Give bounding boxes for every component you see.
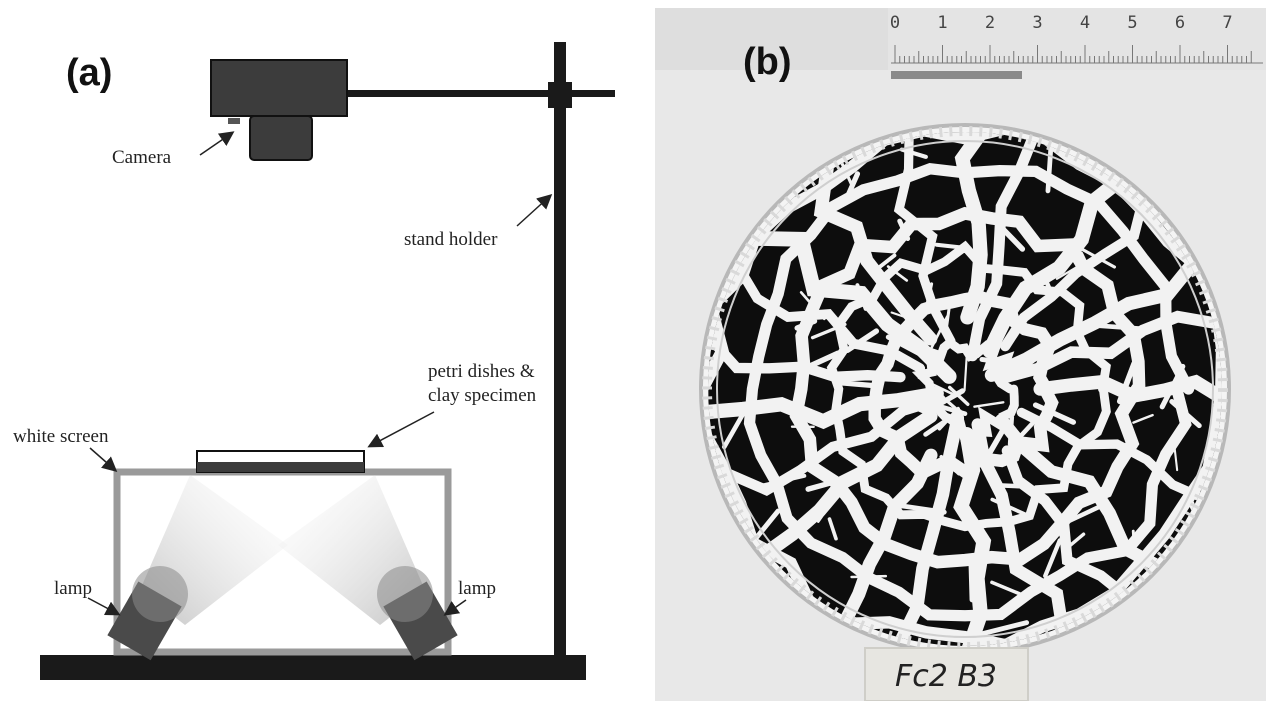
dish-inner-edge (702, 126, 1228, 652)
ruler-number: 7 (1222, 13, 1232, 33)
stand-clamp (548, 82, 572, 108)
specimen-photo: 0 1 2 3 4 5 6 7 (b) Fc2 B3 (655, 8, 1266, 702)
stand-holder-arrow (516, 193, 553, 227)
clay-specimen (197, 462, 364, 472)
specimen-photo-panel: 0 1 2 3 4 5 6 7 (b) Fc2 B3 (655, 8, 1266, 702)
ruler: 0 1 2 3 4 5 6 7 (888, 8, 1266, 79)
lamp-right-icon (377, 566, 458, 661)
dish-inner-ring (716, 140, 1214, 638)
lamp-right-callout: lamp (458, 578, 496, 599)
specimen-arrow (367, 411, 435, 448)
ruler-number: 6 (1175, 13, 1185, 33)
ruler-number: 3 (1032, 13, 1042, 33)
white-screen-arrow (89, 447, 118, 472)
specimen-tag (864, 647, 1029, 702)
panel-b-label: (b) (743, 41, 792, 83)
lamp-right-arrow (443, 599, 467, 616)
ruler-scale-bar (891, 71, 1022, 79)
lamp-left-callout: lamp (54, 578, 92, 599)
ruler-number: 5 (1127, 13, 1137, 33)
white-screen-callout: white screen (13, 426, 109, 447)
lamp-left-icon (107, 566, 188, 661)
ruler-number: 0 (890, 13, 900, 33)
ruler-ticks (894, 45, 1252, 63)
stand-pole (554, 42, 566, 664)
specimen-callout-line1: petri dishes & (428, 361, 535, 382)
lamp-left-arrow (87, 597, 121, 616)
camera-button (228, 118, 240, 124)
stand-arm (340, 90, 615, 97)
setup-schematic-panel: (a) Camera stand holder pe (0, 0, 640, 701)
camera-lens (249, 115, 313, 161)
specimen-callout-line2: clay specimen (428, 385, 537, 406)
camera-arrow (199, 131, 235, 156)
setup-diagram: (a) Camera stand holder pe (13, 42, 615, 680)
stand-holder-callout: stand holder (404, 229, 498, 250)
base-plate (40, 655, 586, 680)
specimen-tag-text: Fc2 B3 (895, 659, 997, 694)
ruler-number: 2 (985, 13, 995, 33)
crack-network (708, 132, 1222, 646)
ruler-number: 1 (937, 13, 947, 33)
camera-body (210, 59, 348, 117)
camera-callout: Camera (112, 147, 172, 168)
ruler-number: 4 (1080, 13, 1090, 33)
panel-a-label: (a) (66, 52, 112, 94)
